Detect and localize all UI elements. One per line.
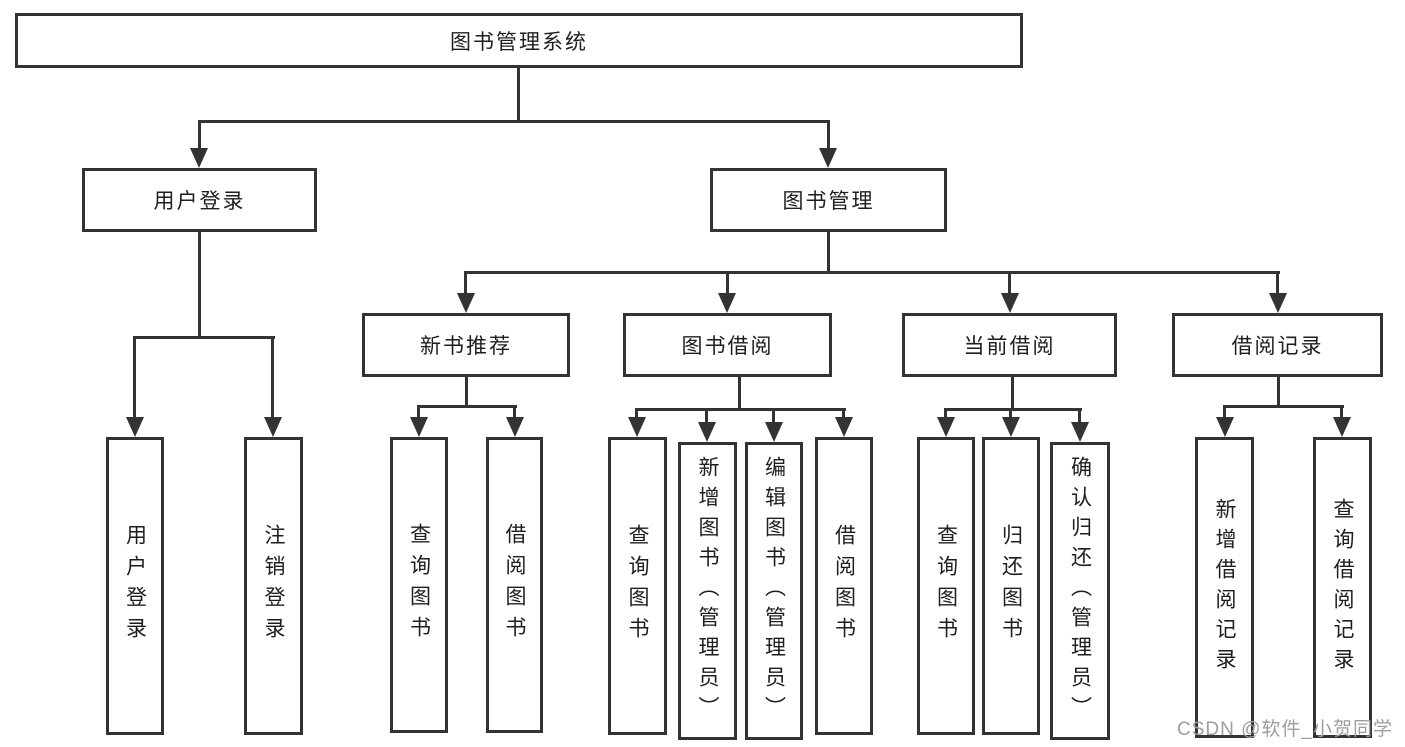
node-book-management-label: 图书管理 [782, 190, 875, 213]
leaf-query-books-current: 查询图书 [917, 437, 975, 735]
connector-bb-query-drop [635, 408, 638, 421]
leaf-borrow-books-recommend: 借阅图书 [486, 437, 543, 733]
arrowhead-book-management [819, 148, 837, 168]
connector-user-login-bus [133, 336, 275, 339]
connector-borrow-records-drop [1276, 271, 1279, 297]
node-book-borrowing-label: 图书借阅 [681, 335, 774, 358]
leaf-borrow-books-borrowing: 借阅图书 [815, 437, 873, 735]
arrowhead-nbr-borrow [506, 417, 524, 437]
connector-cb-return-drop [1009, 408, 1012, 421]
leaf-return-books: 归还图书 [982, 437, 1040, 735]
connector-bb-borrow-drop [842, 408, 845, 421]
leaf-add-book-admin-label: 新增图书（管理员） [696, 456, 719, 726]
connector-book-management-drop [827, 120, 830, 152]
connector-book-borrow-bus [635, 408, 846, 411]
connector-book-borrow-drop [726, 271, 729, 297]
leaf-query-borrow-record: 查询借阅记录 [1313, 437, 1372, 738]
arrowhead-current-borrow [1001, 293, 1019, 313]
node-user-login: 用户登录 [82, 168, 317, 232]
connector-borrow-records-bus [1223, 405, 1344, 408]
leaf-add-book-admin: 新增图书（管理员） [678, 442, 737, 740]
connector-br-query-drop [1340, 405, 1343, 421]
connector-new-book-rec-bus [417, 405, 517, 408]
arrowhead-bb-borrow [835, 417, 853, 437]
connector-new-book-rec-out [465, 377, 468, 408]
connector-user-login-out [198, 232, 201, 336]
leaf-query-borrow-record-label: 查询借阅记录 [1331, 497, 1354, 678]
arrowhead-cb-confirm [1071, 422, 1089, 442]
connector-nbr-borrow-drop [513, 405, 516, 421]
leaf-edit-book-admin-label: 编辑图书（管理员） [762, 456, 786, 726]
leaf-query-books-borrowing: 查询图书 [608, 437, 667, 735]
leaf-add-borrow-record: 新增借阅记录 [1195, 437, 1254, 738]
connector-root-drop [517, 68, 520, 120]
arrowhead-cb-query [937, 417, 955, 437]
leaf-logout-login-label: 注销登录 [262, 524, 285, 648]
connector-current-borrow-bus [944, 408, 1082, 411]
connector-current-borrow-drop [1008, 271, 1011, 297]
leaf-user-login: 用户登录 [106, 437, 164, 735]
arrowhead-bb-query [628, 417, 646, 437]
arrowhead-nbr-query [410, 417, 428, 437]
node-borrowing-records-label: 借阅记录 [1231, 335, 1324, 358]
node-new-book-recommend-label: 新书推荐 [420, 335, 512, 358]
leaf-borrow-books-borrowing-label: 借阅图书 [832, 524, 856, 648]
leaf-borrow-books-recommend-label: 借阅图书 [503, 523, 526, 647]
connector-book-borrow-out [738, 377, 741, 411]
connector-cb-query-drop [944, 408, 947, 421]
leaf-query-books-recommend-label: 查询图书 [407, 523, 431, 647]
arrowhead-br-add [1216, 417, 1234, 437]
leaf-query-books-borrowing-label: 查询图书 [626, 524, 649, 648]
arrowhead-bb-edit [765, 422, 783, 442]
csdn-watermark: CSDN @软件_小贺同学 [1177, 719, 1393, 740]
connector-leaf-logout-drop [271, 336, 274, 419]
node-borrowing-records: 借阅记录 [1172, 313, 1383, 377]
node-new-book-recommend: 新书推荐 [362, 313, 570, 377]
connector-level3-bus [464, 271, 1280, 274]
node-book-management: 图书管理 [710, 168, 947, 232]
leaf-confirm-return-admin-label: 确认归还（管理员） [1068, 456, 1092, 726]
node-current-borrowing: 当前借阅 [902, 313, 1117, 377]
connector-nbr-query-drop [417, 405, 420, 421]
leaf-edit-book-admin: 编辑图书（管理员） [745, 442, 803, 740]
connector-current-borrow-out [1011, 377, 1014, 411]
arrowhead-leaf-user-login [126, 417, 144, 437]
leaf-query-books-recommend: 查询图书 [390, 437, 448, 733]
arrowhead-leaf-logout [264, 417, 282, 437]
connector-cb-confirm-drop [1078, 408, 1081, 426]
node-library-system: 图书管理系统 [15, 13, 1023, 68]
arrowhead-borrow-records [1269, 293, 1287, 313]
connector-leaf-user-login-drop [133, 336, 136, 419]
connector-bb-edit-drop [772, 408, 775, 426]
node-user-login-label: 用户登录 [153, 190, 246, 213]
node-current-borrowing-label: 当前借阅 [963, 335, 1056, 358]
arrowhead-book-borrow [718, 293, 736, 313]
node-library-system-label: 图书管理系统 [450, 30, 588, 54]
leaf-confirm-return-admin: 确认归还（管理员） [1050, 442, 1110, 740]
connector-br-add-drop [1223, 405, 1226, 421]
arrowhead-user-login [190, 148, 208, 168]
connector-bb-add-drop [705, 408, 708, 426]
connector-book-management-out [827, 232, 830, 274]
connector-user-login-drop [198, 120, 201, 152]
leaf-return-books-label: 归还图书 [999, 524, 1023, 648]
arrowhead-br-query [1333, 417, 1351, 437]
leaf-add-borrow-record-label: 新增借阅记录 [1213, 497, 1236, 678]
connector-borrow-records-out [1277, 377, 1280, 408]
node-book-borrowing: 图书借阅 [623, 313, 832, 377]
leaf-logout-login: 注销登录 [244, 437, 303, 735]
arrowhead-bb-add [698, 422, 716, 442]
arrowhead-cb-return [1002, 417, 1020, 437]
connector-new-book-rec-drop [464, 271, 467, 297]
leaf-query-books-current-label: 查询图书 [934, 524, 958, 648]
arrowhead-new-book-rec [457, 293, 475, 313]
leaf-user-login-label: 用户登录 [123, 524, 147, 648]
connector-level1-bus [198, 120, 830, 123]
